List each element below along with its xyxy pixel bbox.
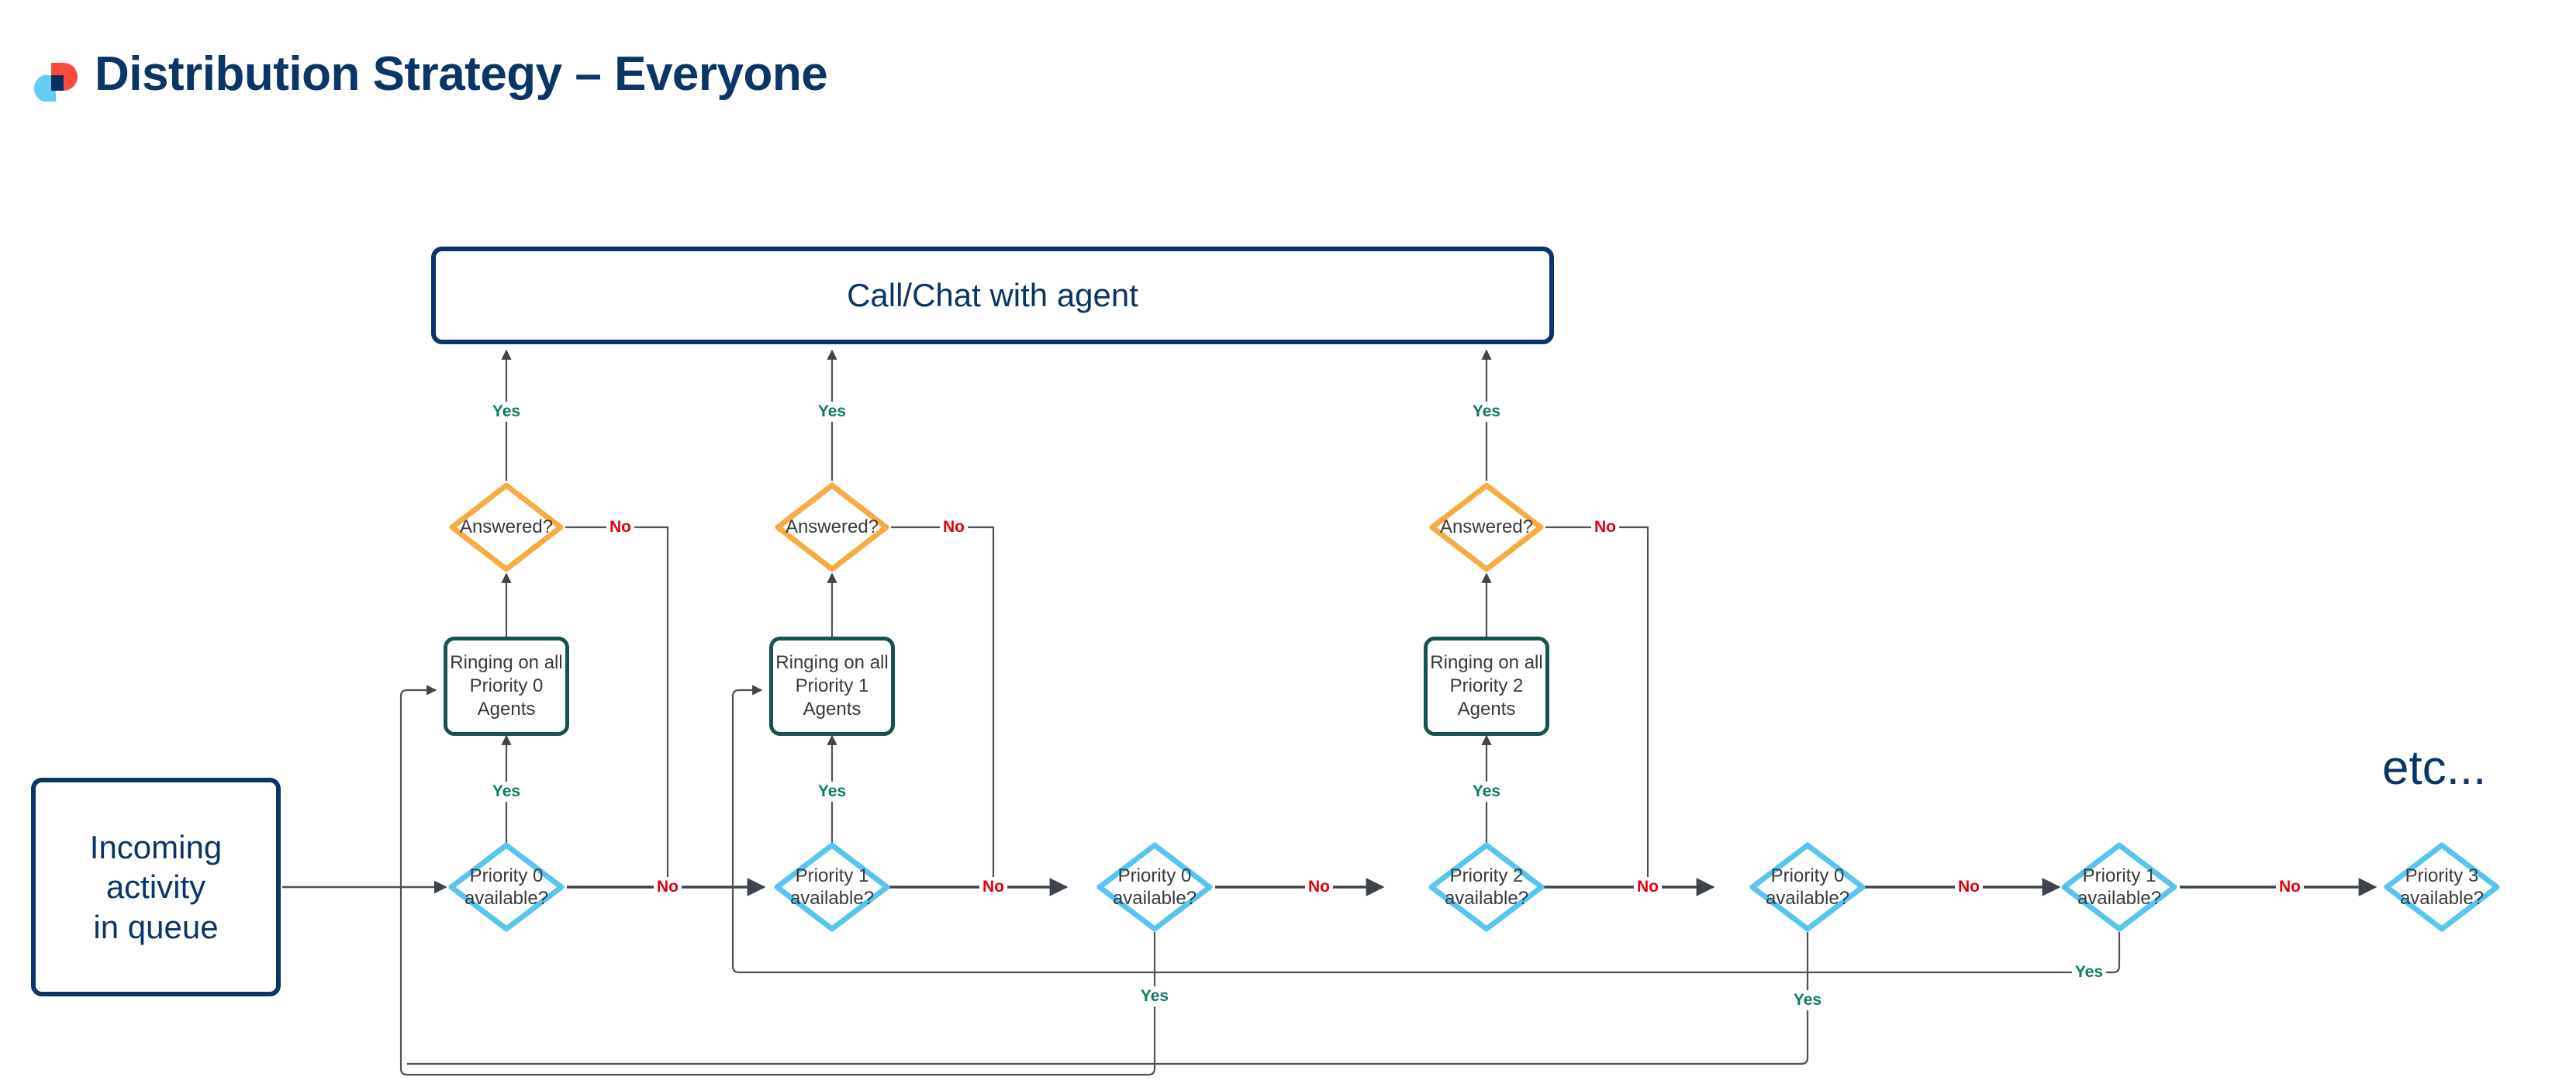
edge-label-pcheck-no-2: No — [979, 877, 1007, 897]
edge-label-pcheck-no-4: No — [1634, 877, 1662, 897]
node-call-chat-with-agent[interactable]: Call/Chat with agent — [431, 247, 1554, 344]
node-answered-1[interactable]: Answered? — [773, 481, 891, 574]
node-ringing-priority-1-agents[interactable]: Ringing on all Priority 1 Agents — [769, 637, 895, 736]
diamond-shape-icon — [2384, 842, 2500, 932]
edge-label-answered-yes-0: Yes — [489, 402, 524, 422]
node-priority-check-2[interactable]: Priority 1 available? — [773, 841, 891, 933]
node-label: Incoming activity in queue — [89, 829, 223, 945]
node-priority-check-5[interactable]: Priority 0 available? — [1749, 841, 1866, 933]
edge-label-pcheck-yes-3: Yes — [1137, 986, 1172, 1006]
node-answered-2[interactable]: Answered? — [1428, 481, 1545, 574]
edge-label-answered-yes-1: Yes — [814, 402, 850, 422]
edge-label-pcheck-yes-6: Yes — [2071, 962, 2107, 982]
diamond-shape-icon — [1749, 842, 1866, 932]
node-priority-check-3[interactable]: Priority 0 available? — [1096, 841, 1214, 933]
node-priority-check-4[interactable]: Priority 2 available? — [1428, 841, 1545, 933]
edge-label-pcheck-no-3: No — [1305, 877, 1333, 897]
node-ringing-priority-2-agents[interactable]: Ringing on all Priority 2 Agents — [1424, 637, 1549, 736]
node-label: Ringing on all Priority 2 Agents — [1430, 652, 1543, 720]
edge-label-pcheck-yes-4: Yes — [1469, 782, 1504, 802]
edge-label-answered-no-1: No — [940, 517, 968, 537]
brand-squares-logo — [29, 58, 78, 106]
node-label: Ringing on all Priority 0 Agents — [450, 652, 563, 720]
node-priority-check-7[interactable]: Priority 3 available? — [2383, 841, 2501, 933]
page-header: Distribution Strategy – Everyone — [0, 0, 2576, 140]
edge-label-pcheck-no-6: No — [2276, 877, 2304, 897]
edge-label-pcheck-yes-1: Yes — [489, 782, 524, 802]
edge-label-pcheck-no-5: No — [1955, 877, 1983, 897]
diamond-shape-icon — [1096, 842, 1213, 932]
edge-label-answered-no-0: No — [606, 517, 634, 537]
edge-label-pcheck-no-1: No — [654, 877, 682, 897]
node-priority-check-1[interactable]: Priority 0 available? — [447, 841, 565, 933]
node-ringing-priority-0-agents[interactable]: Ringing on all Priority 0 Agents — [444, 637, 569, 736]
edge-label-pcheck-yes-2: Yes — [814, 782, 850, 802]
diamond-shape-icon — [2061, 842, 2177, 932]
node-label: Ringing on all Priority 1 Agents — [775, 652, 889, 720]
diamond-shape-icon — [774, 842, 890, 932]
diamond-shape-icon — [449, 482, 564, 572]
diamond-shape-icon — [1429, 482, 1544, 572]
node-incoming-activity-in-queue[interactable]: Incoming activity in queue — [31, 778, 281, 996]
page-title: Distribution Strategy – Everyone — [95, 47, 828, 101]
node-answered-0[interactable]: Answered? — [447, 481, 565, 574]
etc-label: etc... — [2382, 741, 2487, 795]
edge-label-answered-no-2: No — [1591, 517, 1619, 537]
node-priority-check-6[interactable]: Priority 1 available? — [2060, 841, 2178, 933]
diamond-shape-icon — [775, 482, 889, 572]
edge-label-answered-yes-2: Yes — [1469, 402, 1504, 422]
diamond-shape-icon — [448, 842, 565, 932]
edge-label-pcheck-yes-5: Yes — [1790, 990, 1825, 1010]
diamond-shape-icon — [1428, 842, 1545, 932]
node-label: Call/Chat with agent — [847, 277, 1138, 313]
